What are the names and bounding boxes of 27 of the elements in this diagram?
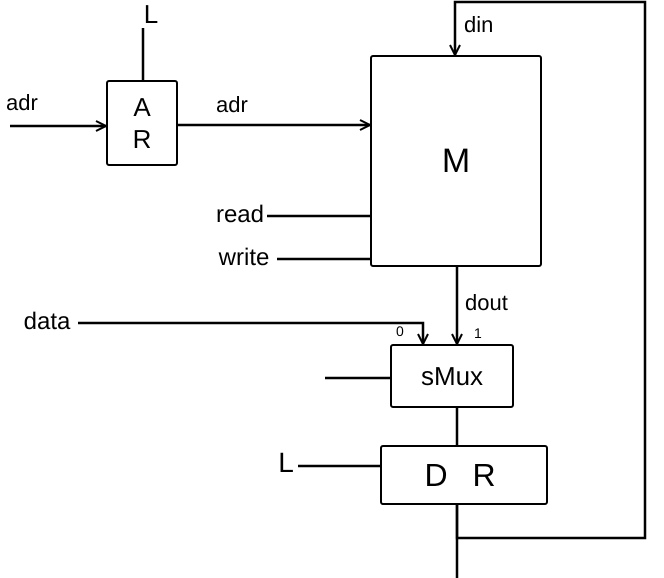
box-label: A R xyxy=(132,91,152,155)
connector-line xyxy=(178,119,371,131)
input-number: 1 xyxy=(474,326,482,340)
connector-line xyxy=(451,267,463,345)
connector-line xyxy=(277,258,370,260)
multiplexer-box xyxy=(390,344,514,408)
signal-label: L xyxy=(274,447,298,479)
connector-line xyxy=(456,408,458,445)
connector-line xyxy=(78,322,429,345)
connector-line xyxy=(267,214,370,218)
connector-line xyxy=(449,0,646,540)
box-label: D R xyxy=(424,456,504,495)
signal-label: read xyxy=(213,200,267,230)
memory-box xyxy=(370,55,542,267)
connector-line xyxy=(456,505,458,578)
signal-label: write xyxy=(211,243,277,273)
connector-line xyxy=(142,28,144,80)
signal-label: L xyxy=(138,0,164,28)
connector-line xyxy=(325,376,390,380)
box-label: M xyxy=(442,140,470,182)
input-number: 0 xyxy=(396,324,404,338)
register-box xyxy=(106,80,178,166)
connector-line xyxy=(10,120,107,132)
box-label: sMux xyxy=(420,360,484,392)
signal-label: data xyxy=(16,307,78,337)
connector-line xyxy=(298,464,380,468)
register-box xyxy=(380,445,548,505)
